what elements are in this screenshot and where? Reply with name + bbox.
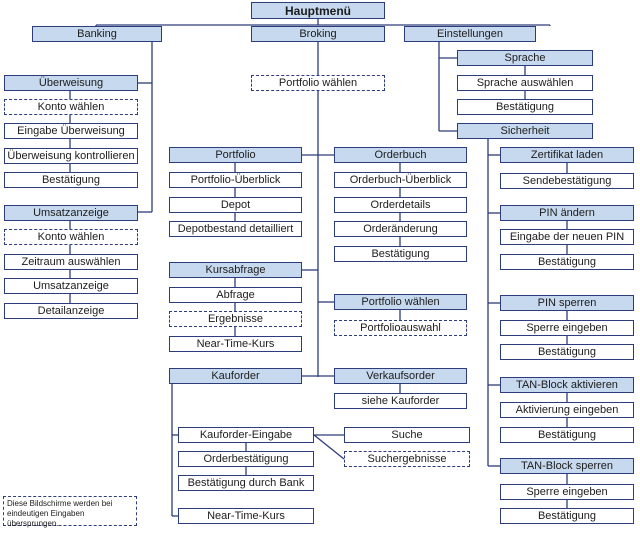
transfer-step-select-account[interactable]: Konto wählen [4, 99, 138, 115]
legend-note: Diese Bildschirme werden bei eindeutigen… [3, 496, 137, 528]
search-screen[interactable]: Suche [344, 427, 470, 443]
orderbook-step-confirm[interactable]: Bestätigung [334, 246, 467, 262]
broking-menu[interactable]: Broking [251, 26, 385, 42]
sell-order-menu[interactable]: Verkaufsorder [334, 368, 467, 384]
quote-step-query[interactable]: Abfrage [169, 287, 302, 303]
buy-order-step-entry[interactable]: Kauforder-Eingabe [178, 427, 314, 443]
language-menu[interactable]: Sprache [457, 50, 593, 66]
turnover-step-detail[interactable]: Detailanzeige [4, 303, 138, 319]
certificate-menu[interactable]: Zertifikat laden [500, 147, 634, 163]
search-results-screen[interactable]: Suchergebnisse [344, 451, 470, 467]
transfer-step-enter[interactable]: Eingabe Überweisung [4, 123, 138, 139]
portfolio-menu[interactable]: Portfolio [169, 147, 302, 163]
sell-order-see-buy-order[interactable]: siehe Kauforder [334, 393, 467, 409]
quote-query-menu[interactable]: Kursabfrage [169, 262, 302, 278]
transfer-menu[interactable]: Überweisung [4, 75, 138, 91]
banking-menu[interactable]: Banking [32, 26, 162, 42]
tan-activate-step-confirm[interactable]: Bestätigung [500, 427, 634, 443]
orderbook-menu[interactable]: Orderbuch [334, 147, 467, 163]
settings-menu[interactable]: Einstellungen [404, 26, 536, 42]
transfer-step-check[interactable]: Überweisung kontrollieren [4, 148, 138, 164]
turnover-step-select-account[interactable]: Konto wählen [4, 229, 138, 245]
language-step-confirm[interactable]: Bestätigung [457, 99, 593, 115]
orderbook-step-change[interactable]: Orderänderung [334, 221, 467, 237]
turnover-step-display[interactable]: Umsatzanzeige [4, 278, 138, 294]
pin-lock-step-confirm[interactable]: Bestätigung [500, 344, 634, 360]
pin-change-step-enter[interactable]: Eingabe der neuen PIN [500, 229, 634, 245]
pin-lock-step-enter[interactable]: Sperre eingeben [500, 320, 634, 336]
pin-change-menu[interactable]: PIN ändern [500, 205, 634, 221]
tan-lock-step-enter[interactable]: Sperre eingeben [500, 484, 634, 500]
tan-activate-menu[interactable]: TAN-Block aktivieren [500, 377, 634, 393]
buy-order-step-confirmation[interactable]: Orderbestätigung [178, 451, 314, 467]
select-portfolio-screen[interactable]: Portfolio wählen [251, 75, 385, 91]
language-step-select[interactable]: Sprache auswählen [457, 75, 593, 91]
portfolio-step-overview[interactable]: Portfolio-Überblick [169, 172, 302, 188]
tan-activate-step-enter[interactable]: Aktivierung eingeben [500, 402, 634, 418]
orderbook-step-overview[interactable]: Orderbuch-Überblick [334, 172, 467, 188]
main-menu[interactable]: Hauptmenü [251, 2, 385, 19]
tan-lock-step-confirm[interactable]: Bestätigung [500, 508, 634, 524]
pin-change-step-confirm[interactable]: Bestätigung [500, 254, 634, 270]
transfer-step-confirm[interactable]: Bestätigung [4, 172, 138, 188]
certificate-step-send-confirm[interactable]: Sendebestätigung [500, 173, 634, 189]
quote-step-results[interactable]: Ergebnisse [169, 311, 302, 327]
pin-lock-menu[interactable]: PIN sperren [500, 295, 634, 311]
portfolio-step-depot-detail[interactable]: Depotbestand detailliert [169, 221, 302, 237]
portfolio-step-depot[interactable]: Depot [169, 197, 302, 213]
select-portfolio-menu[interactable]: Portfolio wählen [334, 294, 467, 310]
turnover-menu[interactable]: Umsatzanzeige [4, 205, 138, 221]
tan-lock-menu[interactable]: TAN-Block sperren [500, 458, 634, 474]
portfolio-selection-screen[interactable]: Portfolioauswahl [334, 320, 467, 336]
buy-order-step-bank-confirmation[interactable]: Bestätigung durch Bank [178, 475, 314, 491]
buy-order-menu[interactable]: Kauforder [169, 368, 302, 384]
buy-order-step-near-time[interactable]: Near-Time-Kurs [178, 508, 314, 524]
security-menu[interactable]: Sicherheit [457, 123, 593, 139]
quote-step-near-time[interactable]: Near-Time-Kurs [169, 336, 302, 352]
orderbook-step-details[interactable]: Orderdetails [334, 197, 467, 213]
turnover-step-period[interactable]: Zeitraum auswählen [4, 254, 138, 270]
